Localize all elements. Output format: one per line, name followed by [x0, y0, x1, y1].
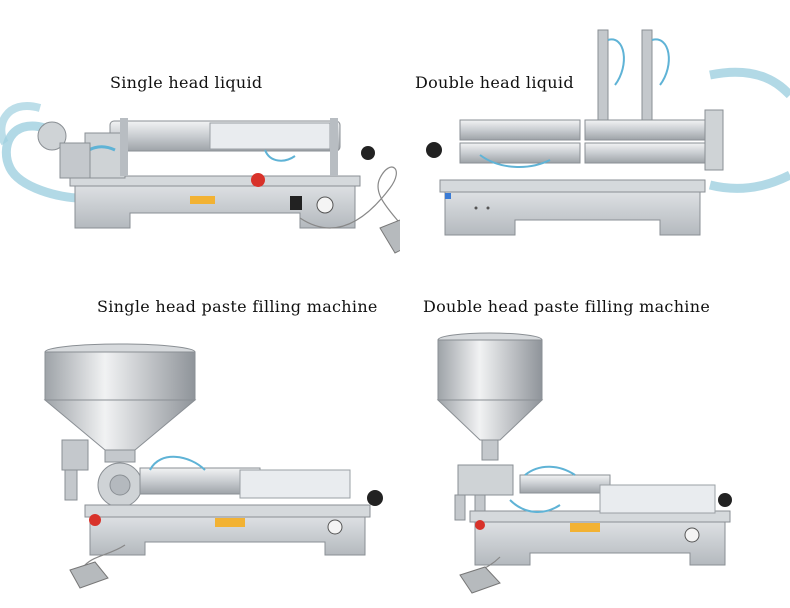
photo-single-head-liquid — [0, 88, 400, 268]
photo-single-head-paste — [40, 330, 400, 608]
photo-double-head-paste — [430, 325, 790, 608]
photo-double-head-liquid — [420, 25, 790, 245]
caption-single-head-paste: Single head paste filling machine — [97, 297, 378, 316]
caption-double-head-liquid: Double head liquid — [415, 73, 574, 92]
caption-double-head-paste: Double head paste filling machine — [423, 297, 711, 316]
caption-single-head-liquid: Single head liquid — [110, 73, 263, 92]
